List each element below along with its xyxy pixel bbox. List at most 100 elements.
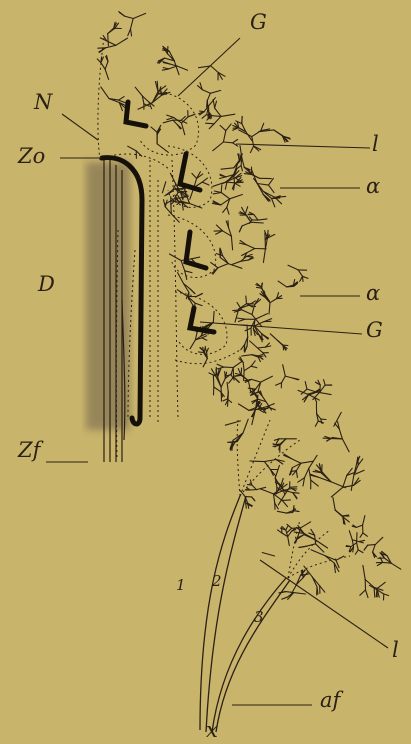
- network-branch: [182, 123, 185, 135]
- network-branch: [223, 142, 232, 143]
- network-branch: [333, 497, 335, 510]
- network-branch: [263, 194, 270, 201]
- network-branch: [223, 207, 227, 212]
- network-branch: [250, 480, 252, 485]
- network-branch: [276, 383, 282, 386]
- network-branch: [300, 276, 303, 281]
- network-branch: [240, 243, 247, 245]
- network-branch: [101, 87, 109, 99]
- network-branch: [359, 540, 365, 541]
- network-branch: [246, 245, 254, 249]
- network-branch: [215, 108, 221, 116]
- network-branch: [262, 553, 274, 557]
- label-af: af: [320, 690, 340, 711]
- network-branch: [301, 522, 311, 528]
- network-branch: [241, 166, 242, 171]
- network-branch: [242, 222, 251, 226]
- network-branch: [280, 439, 286, 446]
- network-branch: [288, 265, 298, 270]
- network-branch: [211, 66, 218, 73]
- network-branch: [274, 130, 283, 136]
- network-branch: [209, 124, 214, 129]
- network-branch: [228, 264, 242, 269]
- network-branch: [205, 348, 206, 352]
- network-branch: [108, 28, 115, 33]
- network-branch: [305, 468, 309, 477]
- network-branch: [106, 45, 116, 48]
- network-branch: [365, 580, 374, 588]
- network-branch: [167, 115, 174, 117]
- network-branch: [331, 487, 343, 497]
- network-branch: [206, 123, 215, 124]
- network-branch: [202, 182, 209, 185]
- network-branch: [251, 361, 255, 366]
- network-branch: [221, 168, 234, 169]
- network-branch: [311, 480, 319, 486]
- network-branch: [320, 586, 325, 592]
- network-branch: [227, 207, 229, 214]
- network-branch: [287, 286, 294, 287]
- network-branch: [232, 261, 241, 264]
- network-branch: [294, 593, 306, 594]
- network-branch: [298, 390, 308, 394]
- network-branch: [171, 214, 179, 222]
- network-branch: [214, 116, 221, 123]
- network-branch: [223, 131, 225, 142]
- network-branch: [261, 123, 264, 130]
- network-branch: [306, 544, 316, 547]
- network-branch: [270, 334, 278, 341]
- network-branch: [202, 178, 207, 182]
- network-branch: [192, 173, 197, 178]
- network-branch: [272, 199, 275, 207]
- network-branch: [293, 493, 297, 499]
- network-branch: [254, 215, 258, 221]
- network-branch: [283, 365, 286, 376]
- network-branch: [351, 475, 354, 491]
- network-branch: [247, 249, 255, 253]
- network-branch: [247, 325, 248, 337]
- network-branch: [273, 445, 280, 446]
- network-branch: [236, 121, 242, 124]
- label-g-right: G: [366, 320, 383, 341]
- network-branch: [288, 537, 290, 546]
- network-branch: [213, 311, 214, 322]
- network-branch: [282, 500, 290, 501]
- network-branch: [248, 381, 250, 392]
- network-branch: [250, 341, 258, 348]
- label-alpha-2: α: [366, 283, 380, 304]
- network-branch: [188, 292, 189, 299]
- network-branch: [270, 299, 277, 303]
- network-branch: [169, 66, 177, 69]
- network-branch: [174, 61, 179, 75]
- network-branch: [342, 439, 349, 452]
- network-branch: [101, 63, 105, 69]
- network-branch: [131, 19, 134, 29]
- network-branch: [357, 543, 359, 550]
- network-branch: [296, 471, 297, 478]
- network-branch: [245, 207, 247, 214]
- network-branch: [269, 185, 275, 193]
- network-branch: [177, 66, 188, 70]
- network-branch: [125, 16, 134, 18]
- label-x: x: [206, 720, 218, 741]
- network-branch: [245, 328, 251, 331]
- network-branch: [282, 376, 286, 383]
- network-branch: [263, 249, 265, 262]
- network-branch: [190, 340, 195, 349]
- network-branch: [216, 367, 223, 369]
- network-branch: [352, 540, 359, 542]
- network-branch: [210, 90, 220, 93]
- network-branch: [167, 118, 174, 120]
- network-branch: [220, 175, 226, 177]
- network-branch: [391, 563, 401, 569]
- network-branch: [119, 13, 124, 17]
- network-branch: [177, 290, 187, 297]
- network-branch: [97, 59, 101, 63]
- network-branch: [282, 597, 287, 599]
- label-d: D: [38, 274, 55, 295]
- network-branch: [293, 493, 299, 494]
- network-branch: [162, 182, 165, 193]
- network-branch: [226, 124, 231, 131]
- network-branch: [170, 173, 176, 184]
- network-branch: [202, 336, 207, 338]
